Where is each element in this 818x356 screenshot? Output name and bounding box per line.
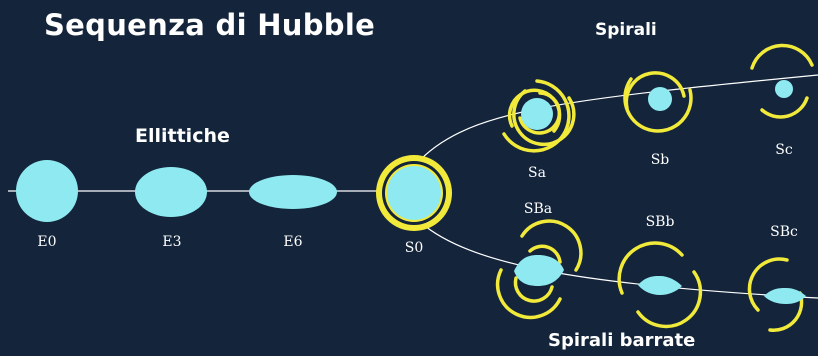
class-label-e6: E6 bbox=[283, 234, 303, 250]
spirali-group-label: Spirali bbox=[595, 20, 657, 40]
class-label-sc: Sc bbox=[775, 142, 793, 158]
class-label-e0: E0 bbox=[37, 234, 57, 250]
class-label-sb: Sb bbox=[650, 152, 670, 168]
class-label-sbb: SBb bbox=[645, 214, 675, 230]
galaxy-e0 bbox=[16, 160, 78, 222]
galaxy-sc bbox=[750, 43, 814, 119]
galaxy-sbc bbox=[747, 257, 806, 332]
galaxy-sbb bbox=[617, 241, 703, 329]
galaxy-sba bbox=[495, 219, 583, 320]
spirali-barrate-group-label: Spirali barrate bbox=[548, 330, 696, 351]
class-label-s0: S0 bbox=[404, 240, 424, 256]
class-label-sba: SBa bbox=[523, 201, 553, 217]
class-label-e3: E3 bbox=[162, 234, 182, 250]
galaxy-e6 bbox=[249, 175, 337, 209]
spiral-branch-line bbox=[419, 74, 818, 161]
ellittiche-group-label: Ellittiche bbox=[135, 125, 230, 147]
galaxy-sa bbox=[502, 79, 576, 153]
galaxy-e3 bbox=[135, 167, 207, 217]
galaxy-s0 bbox=[376, 155, 452, 231]
page-title: Sequenza di Hubble bbox=[44, 8, 376, 42]
galaxy-sb bbox=[623, 71, 693, 133]
class-label-sa: Sa bbox=[528, 165, 546, 181]
class-label-sbc: SBc bbox=[770, 224, 798, 240]
